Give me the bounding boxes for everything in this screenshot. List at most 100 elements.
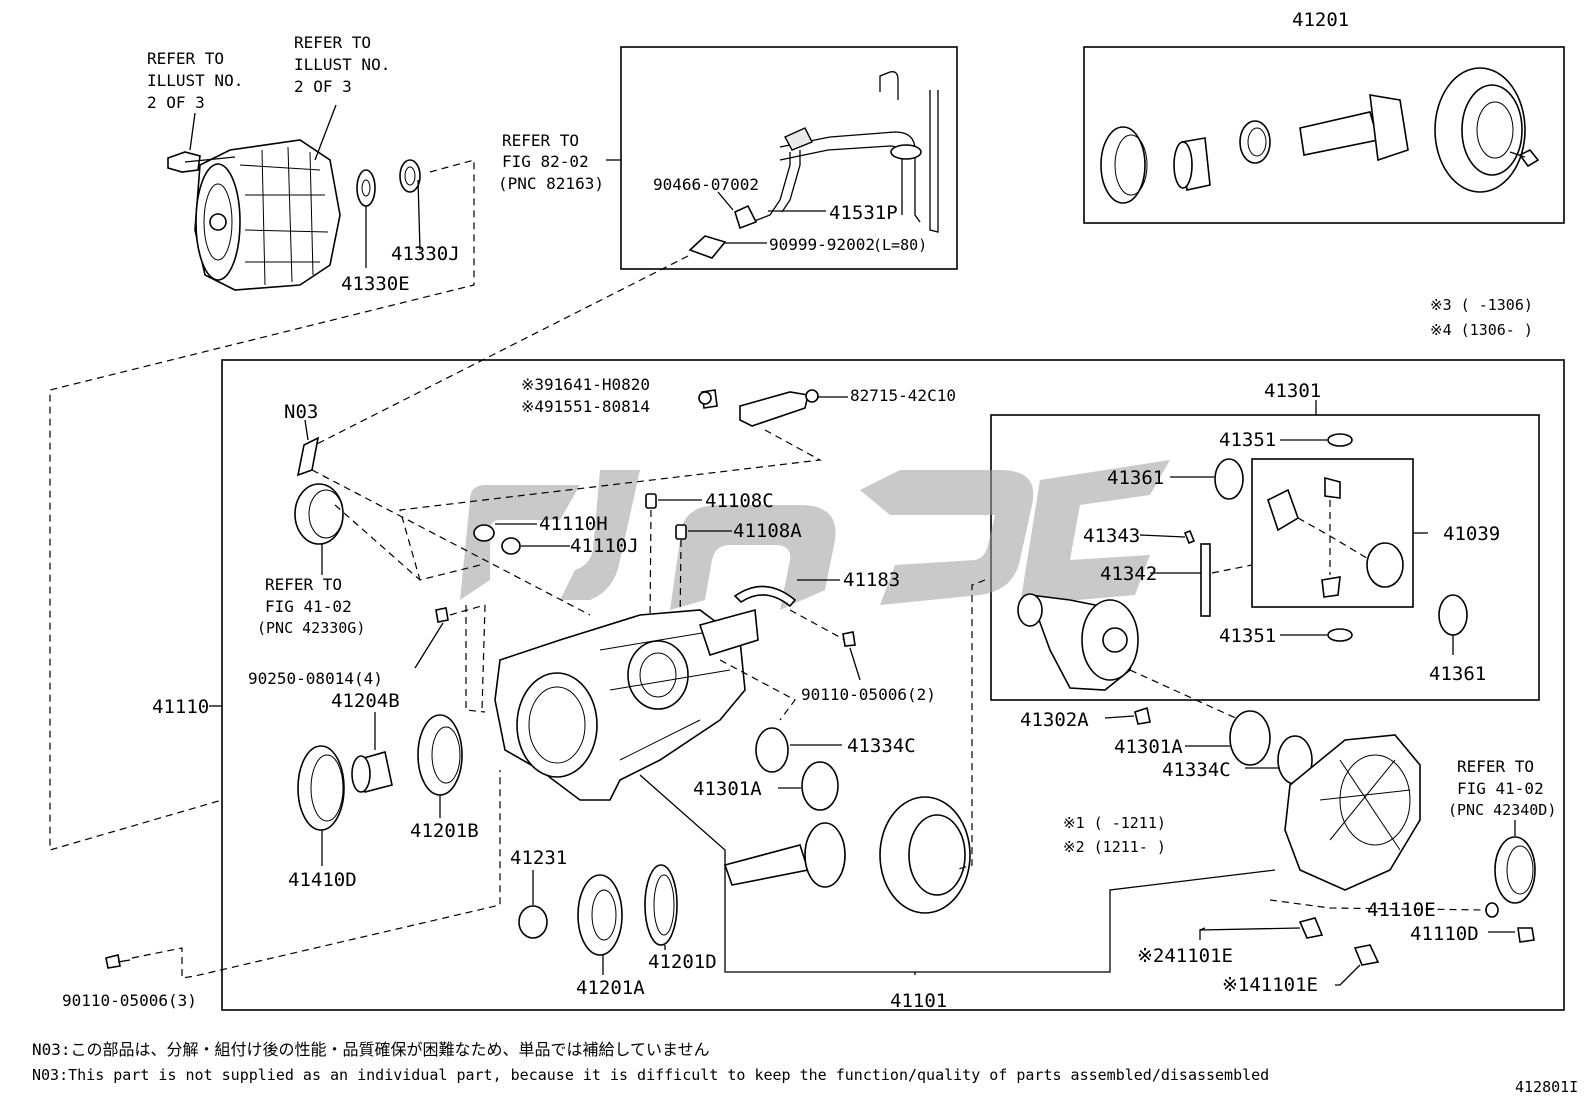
part-90110-05006-2: 90110-05006(2)	[801, 685, 936, 704]
part-41531P: 41531P	[829, 202, 898, 224]
label-refer-illust-2b: ILLUST NO.	[294, 55, 390, 74]
note-1-range: ※1 ( -1211)	[1063, 814, 1166, 832]
part-91551-80814: ※491551-80814	[521, 397, 650, 416]
part-41108A: 41108A	[733, 520, 802, 542]
label-refer-illust-1a: REFER TO	[147, 49, 224, 68]
bearing-41231	[518, 905, 548, 939]
part-41108C: 41108C	[705, 490, 774, 512]
frame-oil-breather	[620, 46, 958, 270]
label-refer-illust-1b: ILLUST NO.	[147, 71, 243, 90]
text-labels: REFER TO ILLUST NO. 2 OF 3 REFER TO ILLU…	[32, 9, 1578, 1096]
label-refer-fig41b-c: (PNC 42340D)	[1448, 801, 1556, 819]
part-41342: 41342	[1100, 563, 1157, 585]
part-41410D: 41410D	[288, 869, 357, 891]
part-41110H: 41110H	[539, 513, 608, 535]
bearing-41201A	[577, 874, 623, 956]
part-41343: 41343	[1083, 525, 1140, 547]
footer-note-english: N03:This part is not supplied as an indi…	[32, 1066, 1269, 1084]
part-41334C-right: 41334C	[1162, 759, 1231, 781]
oil-seal-refer-fig41	[294, 483, 344, 545]
pin-41343	[1183, 529, 1196, 545]
part-41330E: 41330E	[341, 273, 410, 295]
drive-pinion-illustration	[723, 822, 846, 888]
shaft-41342	[1200, 543, 1211, 617]
oil-seal-41410D	[297, 745, 345, 831]
part-41351-top: 41351	[1219, 429, 1276, 451]
note-4-range: ※4 (1306- )	[1430, 321, 1533, 339]
part-41110: 41110	[152, 696, 209, 718]
part-41204B: 41204B	[331, 690, 400, 712]
part-41334C-left: 41334C	[847, 735, 916, 757]
part-90999-length: (L=80)	[873, 236, 927, 254]
diff-case-41301-illustration	[1017, 593, 1139, 691]
part-41101: 41101	[890, 990, 947, 1012]
part-41110D: 41110D	[1410, 923, 1479, 945]
washer-41351-bottom	[1327, 628, 1353, 642]
bearing-41301A-right	[1229, 710, 1271, 766]
label-refer-fig41-a: REFER TO	[265, 575, 342, 594]
transfer-housing-illustration	[167, 139, 341, 291]
oil-seal-refer-fig41b	[1494, 836, 1536, 904]
part-41351-bottom: 41351	[1219, 625, 1276, 647]
part-41201-kit: 41201	[1292, 9, 1349, 31]
nut-41204B	[351, 750, 393, 793]
note-2-range: ※2 (1211- )	[1063, 838, 1166, 856]
gear-kit-41201-illustration	[1100, 67, 1540, 204]
part-41302A: 41302A	[1020, 709, 1089, 731]
leader-refer-2	[314, 104, 337, 161]
watermark-logo	[460, 460, 1170, 610]
leader-refer-1	[189, 112, 196, 151]
label-refer-fig41-c: (PNC 42330G)	[257, 619, 365, 637]
frame-41110-main	[221, 359, 1565, 1011]
footer-note-japanese: N03:この部品は、分解・組付け後の性能・品質確保が困難なため、単品では補給して…	[32, 1040, 710, 1059]
part-90466-07002: 90466-07002	[653, 175, 759, 194]
bearing-41201B	[417, 714, 463, 796]
label-refer-illust-1c: 2 OF 3	[147, 93, 205, 112]
part-90999-92002: 90999-92002	[769, 235, 875, 254]
part-41361-bottom: 41361	[1429, 663, 1486, 685]
part-41039: 41039	[1443, 523, 1500, 545]
label-refer-fig41b-b: FIG 41-02	[1457, 779, 1544, 798]
part-90250-08014: 90250-08014(4)	[248, 669, 383, 688]
washer-41361-top	[1214, 458, 1244, 500]
race-41201D	[644, 864, 678, 946]
label-refer-illust-2a: REFER TO	[294, 33, 371, 52]
figure-id: 412801I	[1515, 1078, 1578, 1096]
part-41101E-note2: ※241101E	[1137, 945, 1233, 967]
spider-gears-41039-illustration	[1267, 476, 1404, 598]
part-41301A-left: 41301A	[693, 778, 762, 800]
label-refer-fig82-a: REFER TO	[502, 131, 579, 150]
washer-41330E	[356, 169, 376, 207]
label-refer-fig41-b: FIG 41-02	[265, 597, 352, 616]
label-n03: N03	[284, 401, 318, 423]
part-41330J: 41330J	[391, 243, 460, 265]
carrier-housing-41110-illustration	[494, 608, 759, 801]
washer-41351-top	[1327, 433, 1353, 447]
part-41201B: 41201B	[410, 820, 479, 842]
part-90110-05006-3: 90110-05006(3)	[62, 991, 197, 1010]
label-refer-fig82-b: FIG 82-02	[502, 152, 589, 171]
part-41301A-right: 41301A	[1114, 736, 1183, 758]
label-refer-fig82-c: (PNC 82163)	[498, 174, 604, 193]
frame-41201-gear-kit	[1083, 46, 1565, 224]
part-41110J: 41110J	[570, 535, 639, 557]
washer-41330J	[399, 159, 421, 193]
washer-41361-bottom	[1438, 594, 1468, 636]
label-refer-fig41b-a: REFER TO	[1457, 757, 1534, 776]
bracket-82715-illustration	[698, 389, 819, 427]
diff-cover-illustration	[1284, 734, 1421, 891]
bearing-41334C-left	[755, 727, 789, 773]
ring-gear-illustration	[879, 796, 971, 914]
breather-hose-illustration	[688, 71, 939, 259]
part-41231: 41231	[510, 847, 567, 869]
part-41110E: 41110E	[1367, 899, 1436, 921]
part-41201A: 41201A	[576, 977, 645, 999]
bearing-41301A-left	[801, 761, 839, 811]
part-41201D: 41201D	[648, 951, 717, 973]
part-41183: 41183	[843, 569, 900, 591]
part-91641-H0820: ※391641-H0820	[521, 375, 650, 394]
label-refer-illust-2c: 2 OF 3	[294, 77, 352, 96]
part-82715-42C10: 82715-42C10	[850, 386, 956, 405]
note-3-range: ※3 ( -1306)	[1430, 296, 1533, 314]
